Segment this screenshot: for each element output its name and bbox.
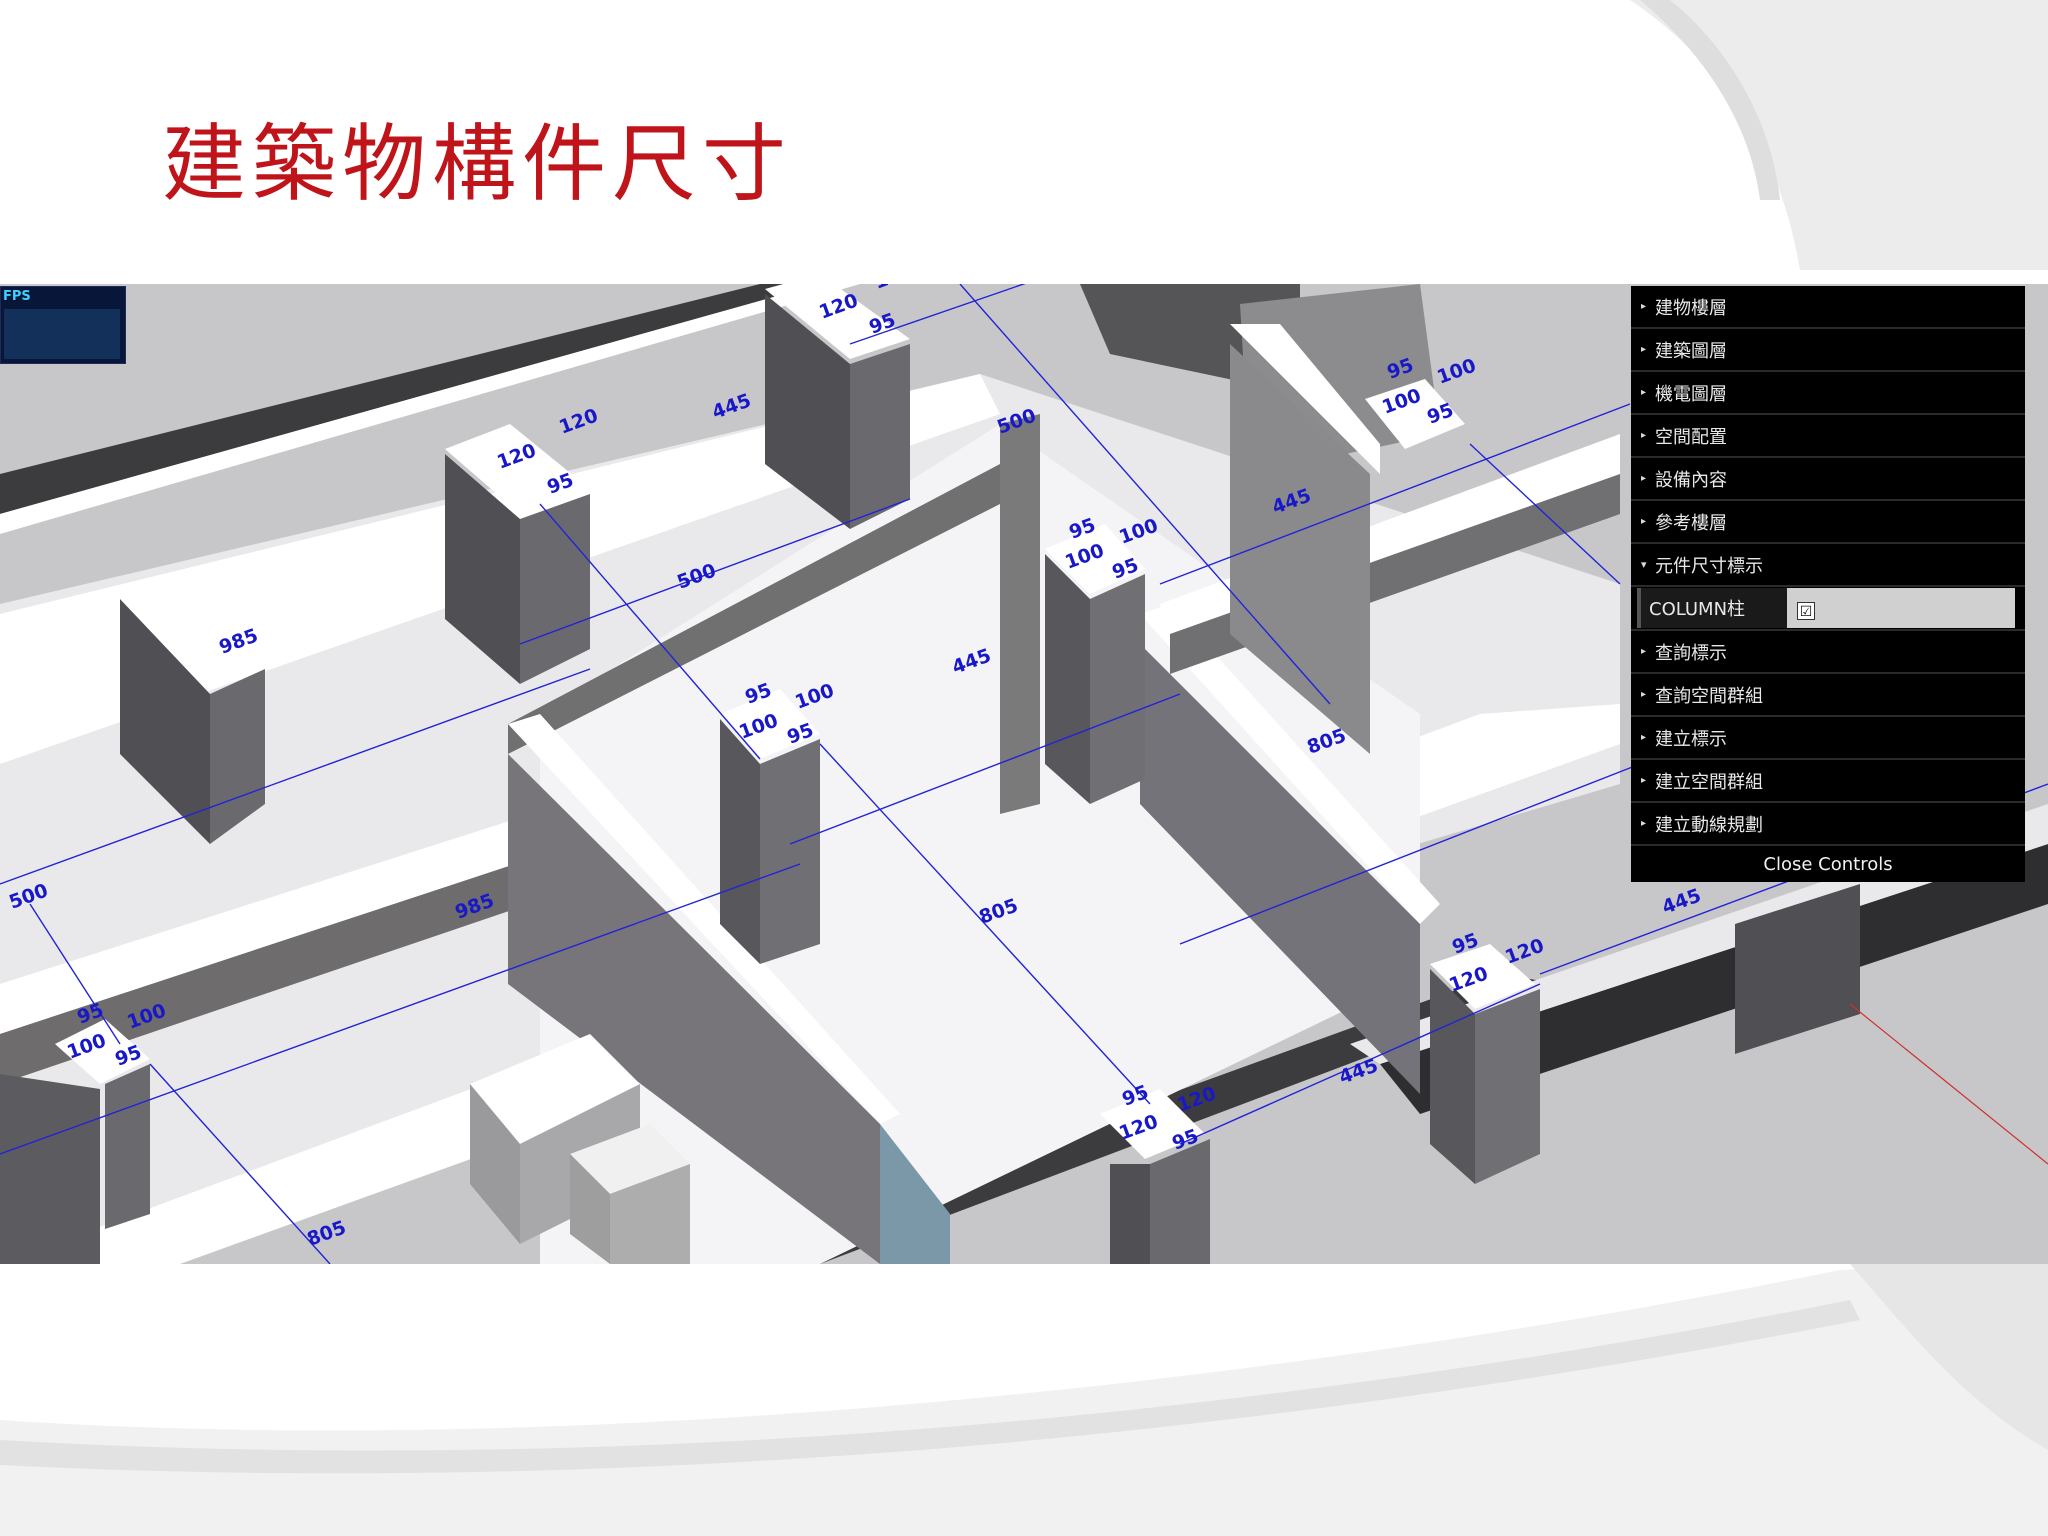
column-4 bbox=[1045, 524, 1145, 804]
column-2 bbox=[445, 424, 590, 684]
menu-equipment[interactable]: ▸ 設備內容 bbox=[1631, 458, 2025, 501]
menu-create-circulation[interactable]: ▸ 建立動線規劃 bbox=[1631, 803, 2025, 846]
menu-label: 元件尺寸標示 bbox=[1655, 555, 1763, 577]
menu-reference-floor[interactable]: ▸ 參考樓層 bbox=[1631, 501, 2025, 544]
fps-label: FPS bbox=[3, 289, 31, 304]
caret-right-icon: ▸ bbox=[1641, 775, 1647, 786]
col-size-12: 12 bbox=[871, 284, 903, 294]
column-6 bbox=[1365, 379, 1465, 449]
axis-line-red bbox=[1849, 1003, 2048, 1165]
caret-right-icon: ▸ bbox=[1641, 646, 1647, 657]
menu-create-markers[interactable]: ▸ 建立標示 bbox=[1631, 717, 2025, 760]
column-3 bbox=[765, 284, 910, 529]
caret-right-icon: ▸ bbox=[1641, 732, 1647, 743]
dimension-lines bbox=[0, 284, 2048, 1264]
slide-title: 建築物構件尺寸 bbox=[162, 115, 793, 213]
caret-right-icon: ▸ bbox=[1641, 430, 1647, 441]
close-controls-button[interactable]: Close Controls bbox=[1631, 846, 2025, 882]
menu-query-space-groups[interactable]: ▸ 查詢空間群組 bbox=[1631, 674, 2025, 717]
building-model-scene[interactable]: 985 445 500 500 445 445 805 500 985 805 … bbox=[0, 284, 2048, 1264]
menu-mep-layer[interactable]: ▸ 機電圖層 bbox=[1631, 372, 2025, 415]
menu-label: 空間配置 bbox=[1655, 426, 1727, 448]
menu-label: 查詢空間群組 bbox=[1655, 685, 1763, 707]
caret-right-icon: ▸ bbox=[1641, 301, 1647, 312]
caret-right-icon: ▸ bbox=[1641, 344, 1647, 355]
menu-architecture-layer[interactable]: ▸ 建築圖層 bbox=[1631, 329, 2025, 372]
caret-right-icon: ▸ bbox=[1641, 473, 1647, 484]
column-9 bbox=[1100, 1089, 1210, 1264]
menu-component-dimensions[interactable]: ▾ 元件尺寸標示 bbox=[1631, 544, 2025, 587]
column-10 bbox=[1735, 884, 1860, 1054]
column-1 bbox=[120, 574, 265, 844]
option-column-value[interactable]: ☑ bbox=[1787, 588, 2015, 628]
bim-3d-viewport[interactable]: 985 445 500 500 445 445 805 500 985 805 … bbox=[0, 284, 2048, 1264]
menu-building-floors[interactable]: ▸ 建物樓層 bbox=[1631, 286, 2025, 329]
fps-graph bbox=[4, 309, 120, 359]
menu-label: 建立標示 bbox=[1655, 728, 1727, 750]
menu-label: 機電圖層 bbox=[1655, 383, 1727, 405]
menu-space-layout[interactable]: ▸ 空間配置 bbox=[1631, 415, 2025, 458]
column-8 bbox=[1430, 944, 1540, 1184]
option-column[interactable]: COLUMN柱 ☑ bbox=[1631, 587, 2025, 631]
caret-right-icon: ▸ bbox=[1641, 818, 1647, 829]
menu-label: 參考樓層 bbox=[1655, 512, 1727, 534]
controls-panel[interactable]: ▸ 建物樓層 ▸ 建築圖層 ▸ 機電圖層 ▸ 空間配置 ▸ 設備內容 ▸ 參考樓層 ▾ 元件尺… bbox=[1631, 286, 2025, 882]
caret-right-icon: ▸ bbox=[1641, 516, 1647, 527]
column-7 bbox=[0, 1019, 150, 1264]
caret-down-icon: ▾ bbox=[1641, 558, 1647, 571]
menu-label: 建立空間群組 bbox=[1655, 771, 1763, 793]
menu-label: 建立動線規劃 bbox=[1655, 814, 1763, 836]
option-column-label: COLUMN柱 bbox=[1637, 588, 1787, 628]
fps-monitor[interactable]: FPS bbox=[0, 286, 126, 364]
menu-label: 設備內容 bbox=[1655, 469, 1727, 491]
caret-right-icon: ▸ bbox=[1641, 387, 1647, 398]
column-checkbox[interactable]: ☑ bbox=[1797, 602, 1815, 620]
menu-create-space-groups[interactable]: ▸ 建立空間群組 bbox=[1631, 760, 2025, 803]
caret-right-icon: ▸ bbox=[1641, 689, 1647, 700]
menu-label: 建築圖層 bbox=[1655, 340, 1727, 362]
menu-label: 查詢標示 bbox=[1655, 642, 1727, 664]
menu-query-markers[interactable]: ▸ 查詢標示 bbox=[1631, 631, 2025, 674]
menu-label: 建物樓層 bbox=[1655, 297, 1727, 319]
